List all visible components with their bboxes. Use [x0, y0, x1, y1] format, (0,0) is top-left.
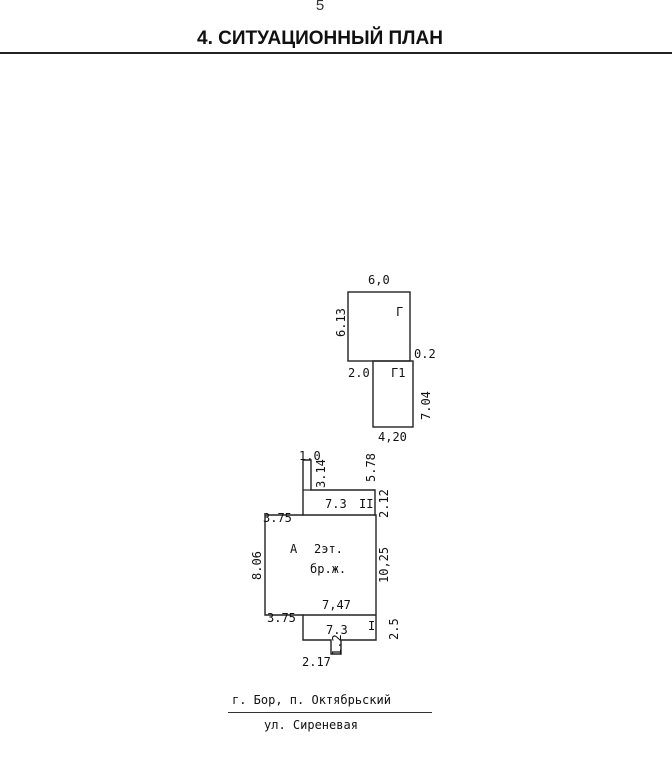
house-lower-porch-height: 2.5 — [387, 618, 401, 640]
house-left-upper-ledge: 3.75 — [263, 511, 292, 525]
address-line-2: ул. Сиреневая — [264, 718, 358, 732]
house-left-height: 8.06 — [250, 551, 264, 580]
garage-outline — [347, 291, 411, 362]
annex-outline — [372, 360, 414, 428]
house-lower-porch-width: 7.3 — [326, 623, 348, 637]
house-top-ext-height: 3.14 — [314, 459, 328, 488]
address-line-1: г. Бор, п. Октябрьский — [232, 693, 391, 707]
annex-label: Г1 — [391, 366, 405, 380]
garage-label: Г — [396, 305, 403, 319]
house-outline — [264, 459, 377, 655]
annex-left-label: 2.0 — [348, 366, 370, 380]
header-divider — [0, 52, 672, 54]
house-upper-porch-width: 7.3 — [325, 497, 347, 511]
house-top-right-gap: 5.78 — [364, 453, 378, 482]
house-right-height: 10,25 — [377, 547, 391, 583]
page-number: 5 — [315, 0, 325, 14]
address-underline — [228, 712, 432, 713]
garage-width-label: 6,0 — [368, 273, 390, 287]
house-main-bottom-width: 7,47 — [322, 598, 351, 612]
house-top-ext-width: 1.0 — [299, 449, 321, 463]
annex-bottom-label: 4,20 — [378, 430, 407, 444]
house-lower-porch-label: I — [368, 619, 375, 633]
house-label-material: бр.ж. — [310, 562, 346, 576]
house-label-a: А — [290, 542, 298, 556]
house-upper-porch-height: 2.12 — [377, 489, 391, 518]
page-title: 4. СИТУАЦИОННЫЙ ПЛАН — [197, 28, 443, 49]
house-bottom-ext-height: 1.2 — [330, 634, 344, 656]
house-bottom-width: 2.17 — [302, 655, 331, 669]
house-label-floors: 2эт. — [314, 542, 343, 556]
garage-offset-label: 0.2 — [414, 347, 436, 361]
annex-height-label: 7.04 — [419, 391, 433, 420]
house-left-lower-ledge: 3.75 — [267, 611, 296, 625]
house-upper-porch-label: II — [359, 497, 373, 511]
garage-height-label: 6.13 — [334, 308, 348, 337]
